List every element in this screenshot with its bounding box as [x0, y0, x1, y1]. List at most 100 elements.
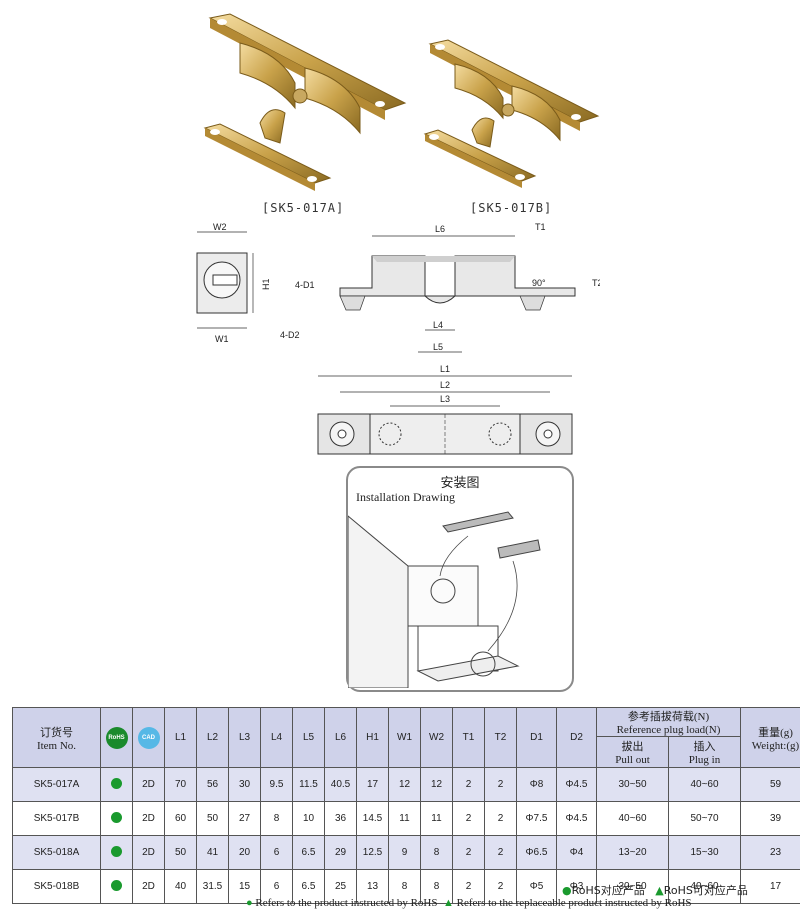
product-photo-sk5-017a: [203, 13, 407, 191]
cell-plug-in: 15~30: [668, 835, 741, 870]
cell-l6: 36: [324, 801, 357, 836]
cell-l5: 6.5: [292, 869, 325, 904]
cell-d1: Φ8: [516, 767, 557, 802]
cell-h1: 17: [356, 767, 389, 802]
cell-d1: Φ5: [516, 869, 557, 904]
cell-l3: 27: [228, 801, 261, 836]
dim-l5: L5: [433, 342, 443, 352]
header-w1: W1: [388, 707, 421, 768]
legend-rohs-replaceable: RoHS可对应产品: [663, 884, 748, 897]
footer-dot-icon: ●: [246, 897, 253, 909]
cell-l5: 6.5: [292, 835, 325, 870]
rohs-dot-icon: [111, 811, 122, 823]
cell-t2: 2: [484, 869, 517, 904]
cell-cad: 2D: [132, 767, 165, 802]
header-l4: L4: [260, 707, 293, 768]
cell-d2: Φ4: [556, 835, 597, 870]
header-l6: L6: [324, 707, 357, 768]
cell-weight: 39: [740, 801, 800, 836]
dim-d2: 4-D2: [280, 330, 300, 340]
header-plug-in: 插入 Plug in: [668, 736, 741, 768]
cell-item-no: SK5-018A: [12, 835, 101, 870]
cell-weight: 17: [740, 869, 800, 904]
cell-l2: 41: [196, 835, 229, 870]
caption-sk5-017b: [SK5-017B]: [470, 201, 553, 215]
caption-sk5-017a: [SK5-017A]: [262, 201, 345, 215]
header-reference-load: 参考插拔荷载(N) Reference plug load(N): [596, 707, 741, 737]
footer-rohs-note: Refers to the product instructed by RoHS: [255, 897, 438, 909]
rohs-dot-icon: ●: [562, 884, 572, 897]
footer-notes: ● Refers to the product instructed by Ro…: [246, 897, 692, 909]
cell-d1: Φ7.5: [516, 801, 557, 836]
cell-weight: 23: [740, 835, 800, 870]
cell-item-no: SK5-017A: [12, 767, 101, 802]
rohs-dot-icon: [111, 845, 122, 857]
cell-w1: 12: [388, 767, 421, 802]
header-d1: D1: [516, 707, 557, 768]
footer-replace-note: Refers to the replaceable product instru…: [456, 897, 692, 909]
dim-l1: L1: [440, 364, 450, 374]
cell-pull-out: 30~50: [596, 869, 669, 904]
installation-illustration: [348, 511, 541, 688]
cell-w2: 11: [420, 801, 453, 836]
top-view-drawing: L1 L2 L3: [317, 364, 573, 455]
cell-item-no: SK5-018B: [12, 869, 101, 904]
cell-l4: 6: [260, 869, 293, 904]
cell-t1: 2: [452, 801, 485, 836]
cell-l3: 15: [228, 869, 261, 904]
cell-rohs: [100, 767, 133, 802]
cell-l3: 30: [228, 767, 261, 802]
end-view-drawing: W2 H1 W1: [196, 222, 271, 344]
cell-item-no: SK5-017B: [12, 801, 101, 836]
cell-l2: 56: [196, 767, 229, 802]
header-weight: 重量(g) Weight:(g): [740, 707, 800, 768]
dim-t2: T2: [592, 278, 600, 288]
cell-w2: 12: [420, 767, 453, 802]
cell-rohs: [100, 835, 133, 870]
cell-h1: 14.5: [356, 801, 389, 836]
cell-l4: 8: [260, 801, 293, 836]
cell-plug-in: 50~70: [668, 801, 741, 836]
cell-d1: Φ6.5: [516, 835, 557, 870]
rohs-dot-icon: [111, 777, 122, 789]
header-d2: D2: [556, 707, 597, 768]
cell-l2: 50: [196, 801, 229, 836]
dim-h1: H1: [261, 278, 271, 290]
cell-l4: 6: [260, 835, 293, 870]
dim-d1: 4-D1: [295, 280, 315, 290]
cell-w1: 8: [388, 869, 421, 904]
header-pull-out: 拔出 Pull out: [596, 736, 669, 768]
product-photo-sk5-017b: [423, 39, 600, 188]
cell-rohs: [100, 869, 133, 904]
cell-w2: 8: [420, 835, 453, 870]
cell-t2: 2: [484, 801, 517, 836]
cell-d2: Φ3: [556, 869, 597, 904]
side-view-drawing: L6 T1 4-D1 4-D2 90° T2 L4 L5: [280, 222, 600, 353]
cell-pull-out: 40~60: [596, 801, 669, 836]
cell-l1: 70: [164, 767, 197, 802]
legend: ●RoHS对应产品 ▲RoHS可对应产品: [562, 882, 748, 898]
cell-cad: 2D: [132, 835, 165, 870]
dim-t1: T1: [535, 222, 546, 232]
cell-cad: 2D: [132, 869, 165, 904]
header-w2: W2: [420, 707, 453, 768]
header-item-no: 订货号 Item No.: [12, 707, 101, 768]
cell-t1: 2: [452, 767, 485, 802]
footer-triangle-icon: ▲: [443, 897, 454, 909]
cell-t2: 2: [484, 767, 517, 802]
cell-l3: 20: [228, 835, 261, 870]
cell-l6: 29: [324, 835, 357, 870]
install-title-en: Installation Drawing: [356, 490, 455, 504]
header-t1: T1: [452, 707, 485, 768]
install-title-cn: 安装图: [440, 476, 480, 491]
cell-l1: 60: [164, 801, 197, 836]
header-h1: H1: [356, 707, 389, 768]
cell-d2: Φ4.5: [556, 767, 597, 802]
cell-pull-out: 13~20: [596, 835, 669, 870]
cell-h1: 13: [356, 869, 389, 904]
header-l2: L2: [196, 707, 229, 768]
